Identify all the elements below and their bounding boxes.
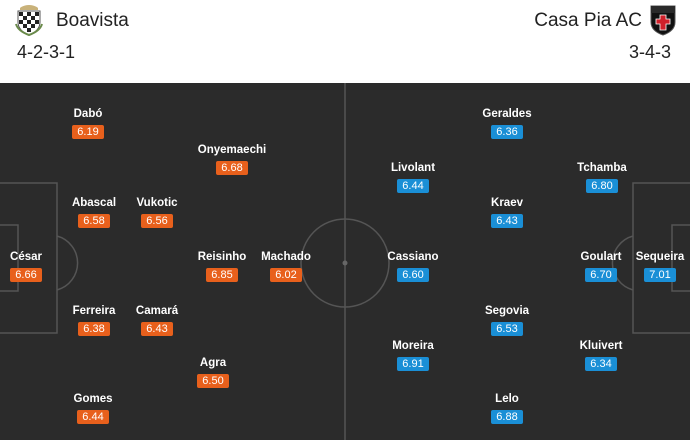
player-name: César <box>10 251 42 263</box>
player-name: Kraev <box>491 197 523 209</box>
player-rating: 6.43 <box>491 214 523 228</box>
player-ferreira[interactable]: Ferreira 6.38 <box>54 304 134 337</box>
player-rating: 6.53 <box>491 322 523 336</box>
player-rating: 6.43 <box>141 322 173 336</box>
player-name: Agra <box>199 357 227 369</box>
player-name: Reisinho <box>197 251 247 263</box>
player-name: Gomes <box>73 393 113 405</box>
player-name: Tchamba <box>577 162 627 174</box>
player-rating: 6.85 <box>206 268 238 282</box>
away-formation: 3-4-3 <box>628 42 671 62</box>
home-team-name[interactable]: Boavista <box>56 10 129 31</box>
player-reisinho[interactable]: Reisinho 6.85 <box>182 250 262 283</box>
player-rating: 6.38 <box>78 322 110 336</box>
player-rating: 6.70 <box>585 268 617 282</box>
player-name: Moreira <box>392 340 434 352</box>
casa-pia-crest-icon[interactable] <box>648 4 678 36</box>
player-goulart[interactable]: Goulart 6.70 <box>561 250 641 283</box>
player-rating: 6.80 <box>586 179 618 193</box>
player-dabo[interactable]: Dabó 6.19 <box>48 107 128 140</box>
player-abascal[interactable]: Abascal 6.58 <box>54 196 134 229</box>
player-camara[interactable]: Camará 6.43 <box>117 304 197 337</box>
player-name: Goulart <box>580 251 622 263</box>
away-team-name[interactable]: Casa Pia AC <box>534 10 642 31</box>
player-rating: 6.91 <box>397 357 429 371</box>
player-rating: 6.58 <box>78 214 110 228</box>
player-name: Vukotic <box>136 197 178 209</box>
player-agra[interactable]: Agra 6.50 <box>173 356 253 389</box>
player-cassiano[interactable]: Cassiano 6.60 <box>373 250 453 283</box>
player-sequeira[interactable]: Sequeira 7.01 <box>620 250 690 283</box>
player-name: Abascal <box>71 197 117 209</box>
player-moreira[interactable]: Moreira 6.91 <box>373 339 453 372</box>
player-cesar[interactable]: César 6.66 <box>0 250 66 283</box>
player-rating: 6.19 <box>72 125 104 139</box>
player-machado[interactable]: Machado 6.02 <box>246 250 326 283</box>
player-name: Ferreira <box>72 305 116 317</box>
player-gomes[interactable]: Gomes 6.44 <box>53 392 133 425</box>
player-name: Livolant <box>390 162 436 174</box>
player-name: Dabó <box>73 108 103 120</box>
player-rating: 6.44 <box>77 410 109 424</box>
player-lelo[interactable]: Lelo 6.88 <box>467 392 547 425</box>
player-geraldes[interactable]: Geraldes 6.36 <box>467 107 547 140</box>
player-tchamba[interactable]: Tchamba 6.80 <box>562 161 642 194</box>
player-name: Onyemaechi <box>197 144 267 156</box>
player-name: Machado <box>261 251 311 263</box>
player-rating: 6.34 <box>585 357 617 371</box>
player-segovia[interactable]: Segovia 6.53 <box>467 304 547 337</box>
player-name: Cassiano <box>387 251 439 263</box>
player-rating: 7.01 <box>644 268 676 282</box>
pitch-lines <box>0 83 690 440</box>
player-name: Kluivert <box>579 340 623 352</box>
player-rating: 6.68 <box>216 161 248 175</box>
pitch: Dabó 6.19 Onyemaechi 6.68 Abascal 6.58 V… <box>0 83 690 440</box>
player-rating: 6.44 <box>397 179 429 193</box>
match-header: Boavista 4-2-3-1 Casa Pia AC 3-4-3 <box>0 0 690 83</box>
boavista-crest-icon[interactable] <box>14 4 44 36</box>
player-onyemaechi[interactable]: Onyemaechi 6.68 <box>192 143 272 176</box>
player-name: Lelo <box>495 393 519 405</box>
player-name: Sequeira <box>635 251 685 263</box>
player-rating: 6.60 <box>397 268 429 282</box>
player-rating: 6.36 <box>491 125 523 139</box>
player-livolant[interactable]: Livolant 6.44 <box>373 161 453 194</box>
player-kraev[interactable]: Kraev 6.43 <box>467 196 547 229</box>
player-rating: 6.56 <box>141 214 173 228</box>
player-rating: 6.66 <box>10 268 42 282</box>
player-rating: 6.02 <box>270 268 302 282</box>
home-formation: 4-2-3-1 <box>17 42 76 62</box>
player-name: Segovia <box>484 305 530 317</box>
player-kluivert[interactable]: Kluivert 6.34 <box>561 339 641 372</box>
player-name: Camará <box>135 305 179 317</box>
player-rating: 6.50 <box>197 374 229 388</box>
player-vukotic[interactable]: Vukotic 6.56 <box>117 196 197 229</box>
player-name: Geraldes <box>482 108 532 120</box>
player-rating: 6.88 <box>491 410 523 424</box>
